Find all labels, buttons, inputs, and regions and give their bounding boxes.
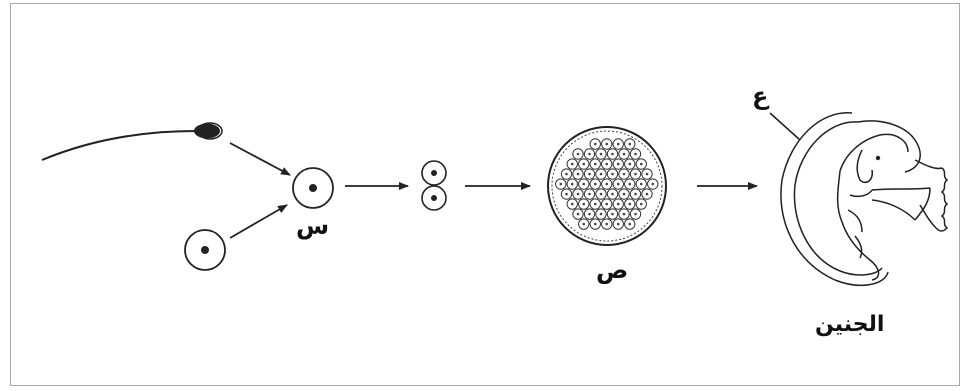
- blastomere-nucleus: [577, 213, 580, 216]
- blastomere-nucleus: [617, 163, 620, 166]
- blastomere-nucleus: [628, 143, 631, 146]
- blastomere-nucleus: [594, 203, 597, 206]
- blastomere-nucleus: [634, 213, 637, 216]
- membrane-outer: [781, 113, 888, 286]
- blastomere-nucleus: [571, 203, 574, 206]
- blastomere-nucleus: [617, 223, 620, 226]
- blastomere-nucleus: [600, 213, 603, 216]
- blastomere-nucleus: [611, 173, 614, 176]
- blastomere-nucleus: [582, 223, 585, 226]
- blastomere-nucleus: [628, 203, 631, 206]
- blastomere-nucleus: [600, 153, 603, 156]
- blastomere-nucleus: [623, 153, 626, 156]
- blastomere-nucleus: [565, 193, 568, 196]
- arrow-egg-to-zygote: [230, 205, 287, 238]
- membrane-label: ع: [752, 82, 768, 110]
- blastomere-nucleus: [628, 163, 631, 166]
- blastomere-nucleus: [588, 173, 591, 176]
- blastomere-nucleus: [605, 203, 608, 206]
- blastomere-nucleus: [582, 183, 585, 186]
- blastomere-nucleus: [640, 203, 643, 206]
- arrow-sperm-to-zygote: [230, 143, 290, 175]
- blastomere-nucleus: [611, 213, 614, 216]
- blastomere-nucleus: [571, 163, 574, 166]
- blastomere-nucleus: [605, 223, 608, 226]
- embryo: [770, 113, 947, 286]
- blastomere-nucleus: [611, 193, 614, 196]
- blastomere-nucleus: [594, 143, 597, 146]
- blastomere-nucleus: [651, 183, 654, 186]
- embryo-label: الجنين: [815, 312, 884, 337]
- zygote-cell: [293, 168, 333, 208]
- two-cell-stage: [422, 161, 446, 210]
- blastomere-nucleus: [617, 143, 620, 146]
- blastomere-nucleus: [588, 213, 591, 216]
- blastomere-nucleus: [582, 203, 585, 206]
- blastomere-nucleus: [617, 183, 620, 186]
- blastomere-nucleus: [565, 173, 568, 176]
- blastomere-nucleus: [577, 173, 580, 176]
- blastomere-nucleus: [605, 143, 608, 146]
- blastomere-nucleus: [594, 223, 597, 226]
- blastomere-nucleus: [588, 153, 591, 156]
- blastomere-nucleus: [623, 213, 626, 216]
- blastomere-nucleus: [559, 183, 562, 186]
- blastomere-nucleus: [640, 183, 643, 186]
- blastomere-nucleus: [577, 193, 580, 196]
- blastomere-nucleus: [582, 163, 585, 166]
- blastomere-nucleus: [588, 193, 591, 196]
- blastomere-nucleus: [617, 203, 620, 206]
- blastula-label: ص: [596, 256, 628, 284]
- blastomere-nucleus: [623, 173, 626, 176]
- blastomere-nucleus: [600, 193, 603, 196]
- blastomere-nucleus: [628, 223, 631, 226]
- blastomere-nucleus: [646, 193, 649, 196]
- egg-cell: [185, 230, 225, 270]
- blastomere-nucleus: [634, 193, 637, 196]
- blastomere-nucleus: [605, 183, 608, 186]
- blastomere-nucleus: [611, 153, 614, 156]
- blastomere-nucleus: [634, 153, 637, 156]
- blastomere-nucleus: [577, 153, 580, 156]
- blastomere-nucleus: [600, 173, 603, 176]
- blastomere-nucleus: [623, 193, 626, 196]
- blastula-cell-ball: [548, 127, 666, 245]
- sperm-cell: [42, 123, 222, 160]
- blastomere-nucleus: [594, 163, 597, 166]
- blastomere-nucleus: [634, 173, 637, 176]
- blastomere-nucleus: [640, 163, 643, 166]
- blastomere-nucleus: [628, 183, 631, 186]
- blastomere-nucleus: [646, 173, 649, 176]
- blastomere-nucleus: [605, 163, 608, 166]
- zygote-label: س: [296, 212, 329, 240]
- blastomere-nucleus: [571, 183, 574, 186]
- blastomere-nucleus: [594, 183, 597, 186]
